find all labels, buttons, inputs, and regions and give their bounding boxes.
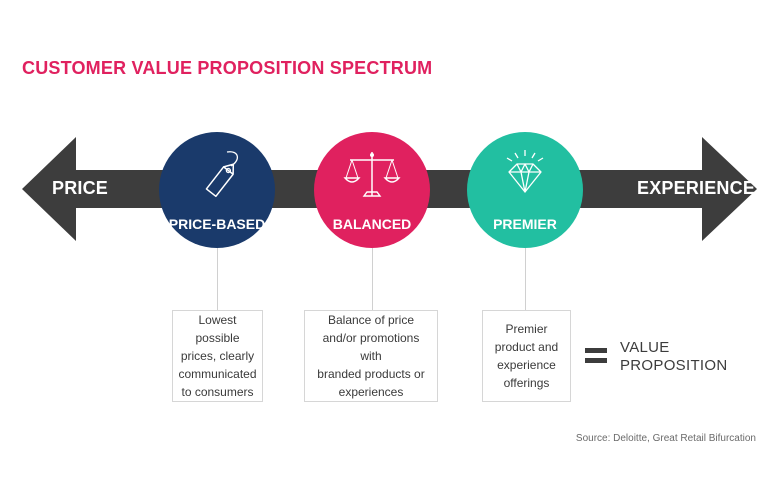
description-line: Balance of price bbox=[327, 313, 415, 327]
description-line: product and bbox=[494, 340, 559, 354]
description-line: offerings bbox=[503, 376, 550, 390]
description-line: experiences bbox=[338, 385, 404, 399]
premier-description: Premier product and experience offerings bbox=[482, 310, 571, 402]
premier-connector bbox=[525, 248, 526, 310]
description-line: prices, clearly bbox=[180, 349, 255, 363]
premier-label: PREMIER bbox=[493, 216, 557, 232]
balanced-circle: BALANCED bbox=[314, 132, 430, 248]
equals-icon bbox=[585, 345, 607, 367]
price-based-label: PRICE-BASED bbox=[168, 216, 266, 232]
arrow-label-price: PRICE bbox=[52, 178, 109, 198]
price-based-connector bbox=[217, 248, 218, 310]
arrow-label-experience: EXPERIENCE bbox=[637, 178, 756, 198]
description-line: and/or promotions with bbox=[322, 331, 420, 363]
premier-circle: PREMIER bbox=[467, 132, 583, 248]
value-proposition-label: VALUE PROPOSITION bbox=[620, 339, 727, 375]
value-proposition-line: VALUE bbox=[620, 339, 670, 356]
description-line: Premier bbox=[505, 322, 548, 336]
page-title: CUSTOMER VALUE PROPOSITION SPECTRUM bbox=[22, 58, 433, 78]
price-based-description: Lowest possible prices, clearly communic… bbox=[172, 310, 263, 402]
description-line: experience bbox=[497, 358, 556, 372]
diamond-icon bbox=[506, 150, 544, 193]
source-note: Source: Deloitte, Great Retail Bifurcati… bbox=[575, 433, 756, 444]
balance-scale-icon bbox=[343, 152, 401, 197]
description-line: branded products or bbox=[317, 367, 425, 381]
price-based-circle: PRICE-BASED bbox=[159, 132, 275, 248]
description-line: Lowest possible bbox=[195, 313, 240, 345]
price-tag-icon bbox=[205, 151, 238, 198]
description-line: communicated bbox=[178, 367, 257, 381]
description-line: to consumers bbox=[181, 385, 254, 399]
balanced-description: Balance of price and/or promotions with … bbox=[304, 310, 438, 402]
value-proposition-line: PROPOSITION bbox=[620, 357, 728, 374]
balanced-connector bbox=[372, 248, 373, 310]
balanced-label: BALANCED bbox=[332, 216, 412, 232]
